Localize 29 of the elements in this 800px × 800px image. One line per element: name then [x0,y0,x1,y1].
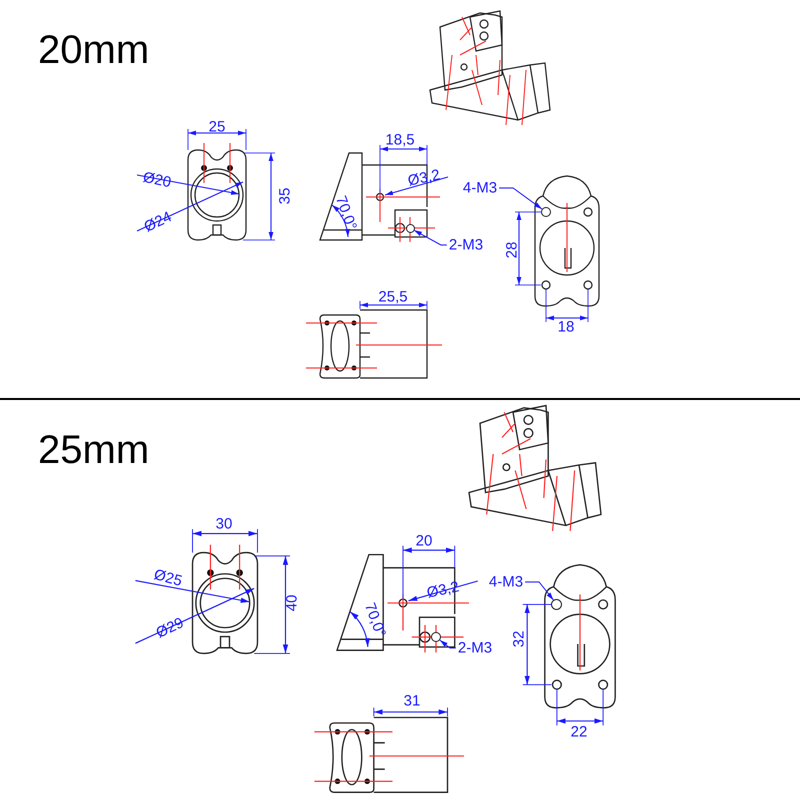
mounting-hole [541,207,551,217]
dimension-label: 18,5 [385,132,415,148]
dimension-label: 28 [504,242,520,258]
dimension-label: 35 [278,188,292,204]
dimension-label: 31 [404,694,420,708]
dimension-label: Ø3,2 [426,579,460,601]
dimension-label: 32 [512,630,526,648]
dimension-label: 20 [416,534,432,548]
dimension-label: 25 [208,120,226,134]
dimension-label: 22 [570,724,588,740]
mounting-hole [406,224,414,232]
leader-line [439,640,456,648]
dimension-label: 25,5 [378,290,408,304]
dimension-label: Ø20 [142,170,172,190]
leader-line [498,188,542,210]
leader-line [413,230,448,246]
mounting-hole [551,598,562,610]
dimension-label: Ø24 [142,209,174,235]
dimension-label: Ø3,2 [406,167,442,189]
dimension-label: 40 [284,594,300,612]
section-heading: 20mm [38,30,150,70]
section-heading: 25mm [38,430,150,470]
dimension-label: Ø25 [152,567,184,589]
dimension-label: 70,0° [332,194,360,232]
dimension-label: 70,0° [362,600,388,640]
leader-line [524,582,554,601]
dimension-label: 18 [558,320,574,334]
mounting-hole [431,632,441,642]
dimension-label: 30 [216,516,232,532]
